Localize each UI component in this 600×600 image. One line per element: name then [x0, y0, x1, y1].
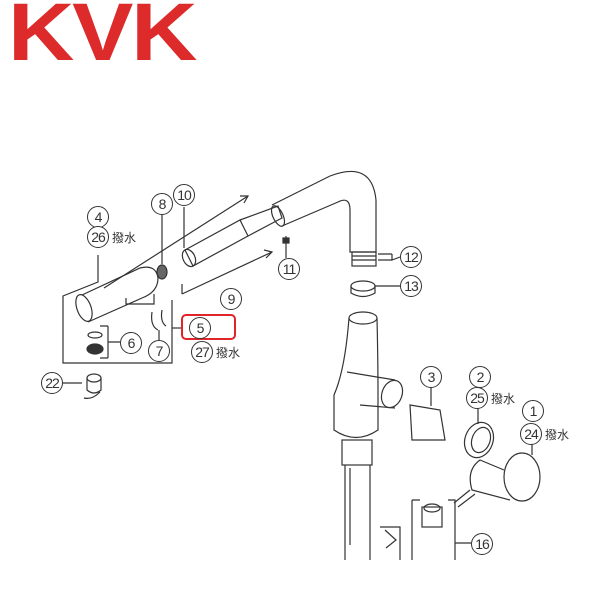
- callout-5[interactable]: 5: [189, 317, 211, 339]
- highlight-box-part-5: [181, 314, 236, 340]
- note-water-repellent: 撥水: [112, 231, 137, 245]
- callout-13[interactable]: 13: [400, 275, 422, 297]
- callout-1[interactable]: 1: [522, 400, 544, 422]
- callout-12[interactable]: 12: [400, 246, 422, 268]
- callout-16[interactable]: 16: [471, 533, 493, 555]
- callout-label: 3: [427, 369, 436, 385]
- hose-connector-part: [181, 205, 283, 268]
- callout-label: 7: [155, 343, 164, 359]
- callout-label: 6: [127, 335, 136, 351]
- note-water-repellent: 撥水: [491, 392, 516, 406]
- kvk-logo: KVK: [0, 0, 220, 80]
- faucet-body-part: [333, 311, 404, 560]
- callout-label: 26: [91, 229, 106, 245]
- callout-27[interactable]: 27: [191, 341, 213, 363]
- callout-8[interactable]: 8: [151, 193, 173, 215]
- spray-handle-part: [75, 266, 159, 323]
- callout-label: 27: [195, 344, 210, 360]
- callout-6[interactable]: 6: [120, 332, 142, 354]
- callout-10[interactable]: 10: [173, 184, 195, 206]
- callout-label: 8: [158, 196, 167, 212]
- callout-label: 10: [177, 187, 192, 203]
- callout-label: 5: [196, 320, 205, 336]
- assembly-arrow: [181, 249, 274, 295]
- note-water-repellent: 撥水: [216, 346, 241, 360]
- callout-2[interactable]: 2: [469, 366, 491, 388]
- callout-22[interactable]: 22: [41, 372, 63, 394]
- callout-label: 1: [529, 403, 538, 419]
- callout-24[interactable]: 24: [520, 423, 542, 445]
- note-water-repellent: 撥水: [545, 428, 570, 442]
- callout-label: 24: [524, 426, 539, 442]
- callout-label: 12: [404, 249, 419, 265]
- callout-25[interactable]: 25: [466, 387, 488, 409]
- callout-label: 22: [45, 375, 60, 391]
- callout-label: 9: [227, 291, 236, 307]
- logo-text: KVK: [8, 0, 197, 78]
- callout-11[interactable]: 11: [278, 258, 300, 280]
- callout-label: 13: [404, 278, 419, 294]
- callout-label: 2: [476, 369, 485, 385]
- callout-3[interactable]: 3: [420, 366, 442, 388]
- callout-label: 25: [470, 390, 485, 406]
- callout-label: 11: [282, 261, 297, 277]
- assembly-arrow: [103, 195, 250, 289]
- spout-part: [270, 170, 377, 267]
- callout-label: 4: [94, 209, 103, 225]
- callout-26[interactable]: 26: [87, 226, 109, 248]
- callout-4[interactable]: 4: [87, 206, 109, 228]
- callout-7[interactable]: 7: [148, 340, 170, 362]
- callout-label: 16: [475, 536, 490, 552]
- callout-9[interactable]: 9: [220, 288, 242, 310]
